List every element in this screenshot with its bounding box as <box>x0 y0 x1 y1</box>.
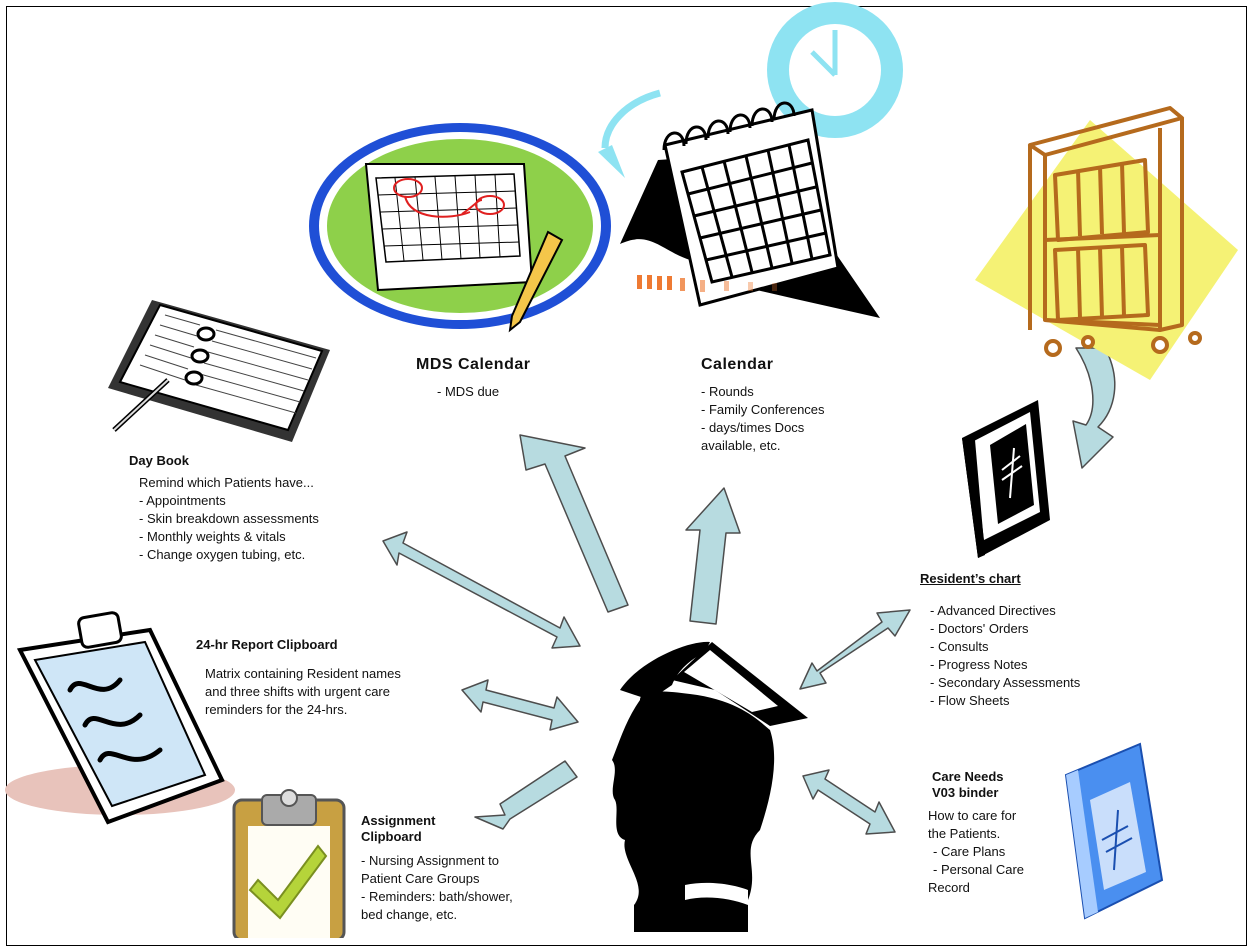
care-binder-title: Care Needs V03 binder <box>932 769 1024 801</box>
day-book-line: - Skin breakdown assessments <box>139 511 319 526</box>
resident-chart-line: - Flow Sheets <box>930 693 1010 708</box>
care-binder-line: the Patients. <box>928 826 1001 841</box>
care-binder-label: Care Needs V03 binder How to care for th… <box>928 769 1024 897</box>
care-binder-title-line: V03 binder <box>932 785 999 800</box>
calendar-line: - Family Conferences <box>701 402 825 417</box>
report-clipboard-line: Matrix containing Resident names <box>205 666 401 681</box>
care-binder-line: Record <box>928 880 970 895</box>
chart-cabinet-icon <box>975 106 1238 380</box>
connector-arrows <box>382 347 1116 835</box>
calendar-lines: - Rounds - Family Conferences - days/tim… <box>701 383 825 455</box>
clipboard-icon <box>5 611 235 825</box>
care-binder-line: - Care Plans <box>933 844 1006 859</box>
resident-chart-line: - Progress Notes <box>930 657 1028 672</box>
calendar-line: - days/times Docs <box>701 420 805 435</box>
check-clipboard-icon <box>232 789 346 938</box>
arrow-resident-chart <box>799 609 911 690</box>
assignment-clipboard-line: - Reminders: bath/shower, <box>361 889 513 904</box>
resident-chart-line: - Consults <box>930 639 989 654</box>
mds-calendar-label: MDS Calendar - MDS due <box>416 355 530 401</box>
mds-calendar-icon <box>309 123 611 333</box>
report-clipboard-line: reminders for the 24-hrs. <box>205 702 348 717</box>
arrow-assignment-clipboard <box>474 760 578 830</box>
resident-chart-label: Resident’s chart - Advanced Directives -… <box>920 571 1080 710</box>
resident-chart-line: - Secondary Assessments <box>930 675 1081 690</box>
calendar-line: available, etc. <box>701 438 781 453</box>
report-clipboard-label: 24-hr Report Clipboard Matrix containing… <box>196 637 401 719</box>
care-binder-line: How to care for <box>928 808 1017 823</box>
mds-calendar-title: MDS Calendar <box>416 356 531 373</box>
calendar-line: - Rounds <box>701 384 754 399</box>
arrow-calendar <box>685 487 741 625</box>
arrow-day-book <box>382 531 581 649</box>
day-book-line: - Appointments <box>139 493 226 508</box>
report-clipboard-lines: Matrix containing Resident names and thr… <box>205 665 401 719</box>
report-clipboard-title: 24-hr Report Clipboard <box>196 637 338 652</box>
care-binder-lines: How to care for the Patients. - Care Pla… <box>928 807 1024 897</box>
assignment-clipboard-title-line: Assignment <box>361 813 436 828</box>
day-book-line: - Change oxygen tubing, etc. <box>139 547 306 562</box>
resident-chart-line: - Doctors' Orders <box>930 621 1029 636</box>
day-book-line: Remind which Patients have... <box>139 475 314 490</box>
day-book-icon <box>108 300 330 442</box>
calendar-label: Calendar - Rounds - Family Conferences -… <box>701 355 825 455</box>
care-binder-title-line: Care Needs <box>932 769 1004 784</box>
assignment-clipboard-line: Patient Care Groups <box>361 871 480 886</box>
calendar-title: Calendar <box>701 356 774 373</box>
blue-binder-icon <box>1064 742 1164 920</box>
day-book-line: - Monthly weights & vitals <box>139 529 286 544</box>
binder-icon <box>962 400 1050 558</box>
day-book-lines: Remind which Patients have... - Appointm… <box>139 474 319 564</box>
mds-calendar-line: - MDS due <box>437 384 500 399</box>
wall-calendar-icon <box>598 2 903 318</box>
arrow-cabinet-to-chart <box>1072 347 1116 469</box>
arrow-mds-calendar <box>519 434 629 613</box>
arrow-care-binder <box>802 769 896 835</box>
report-clipboard-line: and three shifts with urgent care <box>205 684 390 699</box>
resident-chart-line: - Advanced Directives <box>930 603 1056 618</box>
care-binder-line: - Personal Care <box>933 862 1025 877</box>
mds-calendar-lines: - MDS due <box>437 383 530 401</box>
assignment-clipboard-title-line: Clipboard <box>361 829 422 844</box>
assignment-clipboard-line: - Nursing Assignment to <box>361 853 500 868</box>
resident-chart-lines: - Advanced Directives - Doctors' Orders … <box>930 602 1080 710</box>
nurse-head-icon <box>612 641 808 932</box>
day-book-title: Day Book <box>129 453 189 468</box>
arrow-report-clipboard <box>461 679 579 731</box>
day-book-label: Day Book Remind which Patients have... -… <box>129 453 319 564</box>
assignment-clipboard-line: bed change, etc. <box>361 907 458 922</box>
assignment-clipboard-lines: - Nursing Assignment to Patient Care Gro… <box>361 852 513 924</box>
resident-chart-title: Resident’s chart <box>920 571 1021 586</box>
assignment-clipboard-label: Assignment Clipboard - Nursing Assignmen… <box>361 813 513 924</box>
assignment-clipboard-title: Assignment Clipboard <box>361 813 513 845</box>
